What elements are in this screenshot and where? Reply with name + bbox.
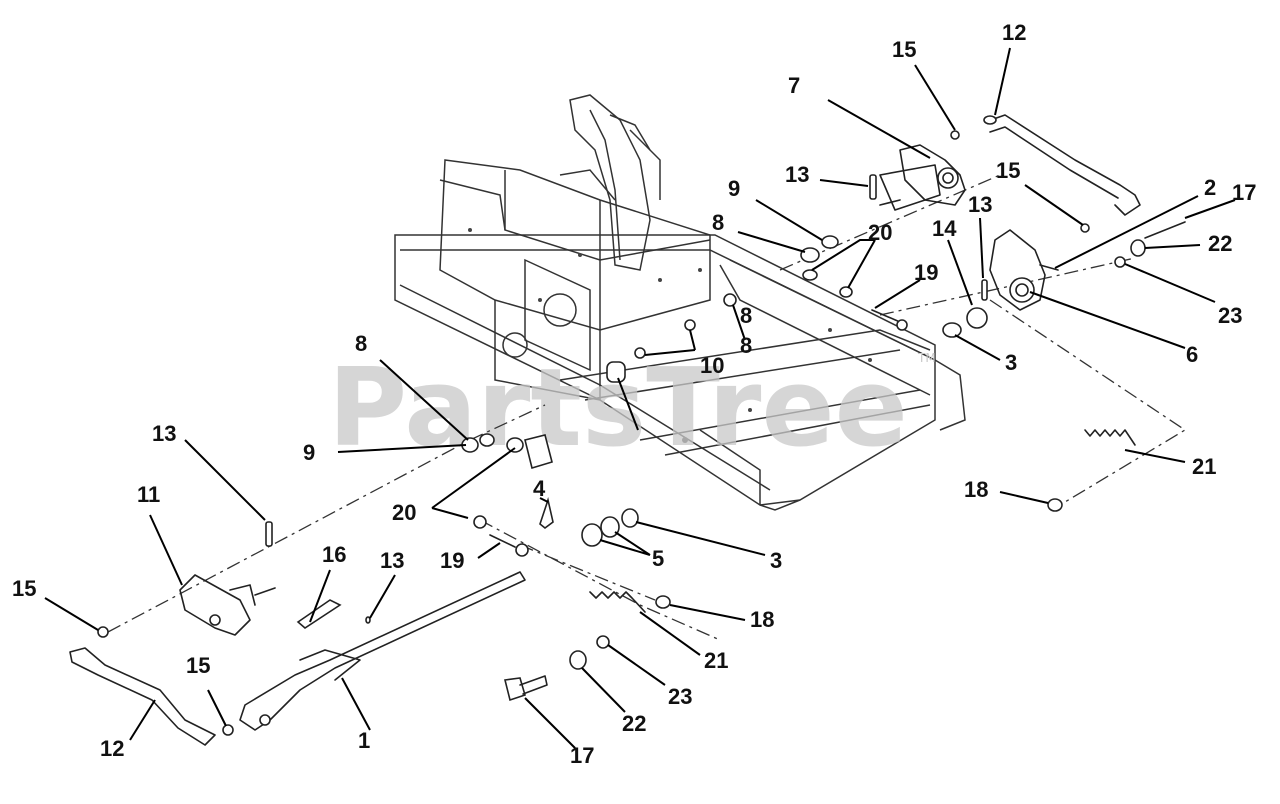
part-22-lower-washer: [569, 650, 587, 670]
callout-13-upper: 13: [785, 162, 809, 187]
part-21-upper-spring: [1084, 429, 1136, 446]
callout-13-lower: 13: [380, 548, 404, 573]
part-18-lower-nut: [655, 595, 671, 609]
part-19-lower-bolt: [489, 534, 516, 548]
part-21-lower-spring: [589, 591, 646, 613]
callout-15-left: 15: [12, 576, 36, 601]
callout-3-upper: 3: [1005, 350, 1017, 375]
part-13-right-pin: [981, 279, 988, 301]
part-6-pedal-bracket: [989, 229, 1059, 311]
callout-19-lower: 19: [440, 548, 464, 573]
part-19-lower-head: [515, 543, 529, 557]
part-23-lower-spacer: [596, 635, 610, 649]
callout-20-lower: 20: [392, 500, 416, 525]
part-15-top-clip: [950, 130, 960, 140]
callout-9-lower: 9: [303, 440, 315, 465]
callout-14: 14: [932, 216, 957, 241]
part-12-lower-rod: [69, 647, 216, 746]
part-23-upper-spacer: [1114, 256, 1126, 268]
leader-lines: [44, 47, 1236, 749]
watermark: PartsTree TM: [328, 346, 936, 471]
part-20-lower-nut: [473, 515, 487, 529]
part-13-upper-pin: [869, 174, 877, 200]
part-4-bracket-block: [524, 434, 553, 470]
part-19-upper-head: [896, 319, 908, 331]
callout-1: 1: [358, 728, 370, 753]
callout-20-upper: 20: [868, 220, 892, 245]
part-3-lower-bushing: [621, 508, 639, 528]
callout-6: 6: [1186, 342, 1198, 367]
part-17-lower-bolt: [504, 675, 548, 702]
callout-23-upper: 23: [1218, 303, 1242, 328]
part-19-upper-bolt: [871, 309, 901, 323]
part-16-blade: [296, 599, 342, 629]
part-10-frame-nut-b: [634, 347, 646, 359]
part-13-lower-pin: [265, 521, 273, 547]
part-8-frame-bushing-b: [606, 361, 626, 383]
callout-19-upper: 19: [914, 260, 938, 285]
callout-22-lower: 22: [622, 711, 646, 736]
part-5-washer-b: [600, 516, 620, 538]
part-14-washer: [966, 307, 988, 329]
callout-21-upper: 21: [1192, 454, 1216, 479]
callout-7: 7: [788, 73, 800, 98]
callout-12-upper: 12: [1002, 20, 1026, 45]
callout-21-lower: 21: [704, 648, 728, 673]
part-17-upper-bolt: [1144, 221, 1186, 239]
part-8-lower-bushing-a: [479, 433, 495, 447]
callout-15-top: 15: [892, 37, 916, 62]
callout-10: 10: [700, 353, 724, 378]
callout-2: 2: [1204, 175, 1216, 200]
callout-8-frame-b: 8: [740, 333, 752, 358]
part-10-frame-nut-a: [684, 319, 696, 331]
callout-9-upper: 9: [728, 176, 740, 201]
chassis-frame: [394, 94, 966, 511]
callout-15-bottom: 15: [186, 653, 210, 678]
part-3-upper-bushing: [942, 322, 962, 338]
callout-11: 11: [137, 482, 160, 507]
callout-8-lower: 8: [355, 331, 367, 356]
callout-22-upper: 22: [1208, 231, 1232, 256]
callout-8-upper: 8: [712, 210, 724, 235]
callout-4: 4: [533, 476, 546, 501]
callout-13-left: 13: [152, 421, 176, 446]
part-8-upper-bushing: [800, 247, 820, 263]
part-20-upper-nut-a: [802, 269, 818, 281]
callout-3-lower: 3: [770, 548, 782, 573]
callout-17-upper: 17: [1232, 180, 1256, 205]
callout-15-upper: 15: [996, 158, 1020, 183]
part-13-small-pin: [365, 616, 371, 624]
callout-23-lower: 23: [668, 684, 692, 709]
callout-13-right: 13: [968, 192, 992, 217]
callout-17-lower: 17: [570, 743, 594, 768]
callout-8-frame-a: 8: [740, 303, 752, 328]
callout-16: 16: [322, 542, 346, 567]
part-1-long-rod: [239, 571, 526, 731]
callout-18-lower: 18: [750, 607, 774, 632]
part-4-key: [539, 497, 554, 530]
part-15-left-clip: [97, 626, 109, 638]
part-12-upper-rod: [983, 114, 1141, 216]
part-22-upper-washer: [1130, 239, 1146, 257]
part-9-upper-washer: [821, 235, 839, 249]
callout-labels: 12 15 7 13 15 2 17 9 13 14 8 20 22 23 19…: [12, 20, 1256, 768]
callout-12-lower: 12: [100, 736, 124, 761]
part-20-upper-nut-b: [839, 286, 853, 298]
part-5-washer-a: [581, 523, 603, 547]
part-8-lower-bushing-b: [506, 437, 524, 453]
watermark-trademark: TM: [917, 351, 936, 365]
part-11-arm: [179, 574, 276, 636]
part-15-bottom-clip: [222, 724, 234, 736]
part-18-upper-nut: [1047, 498, 1063, 512]
part-15-upper-clip: [1080, 223, 1090, 233]
part-7-bracket: [879, 144, 966, 211]
callout-5: 5: [652, 546, 664, 571]
part-8-frame-bushing-a: [723, 293, 737, 307]
callout-18-upper: 18: [964, 477, 988, 502]
